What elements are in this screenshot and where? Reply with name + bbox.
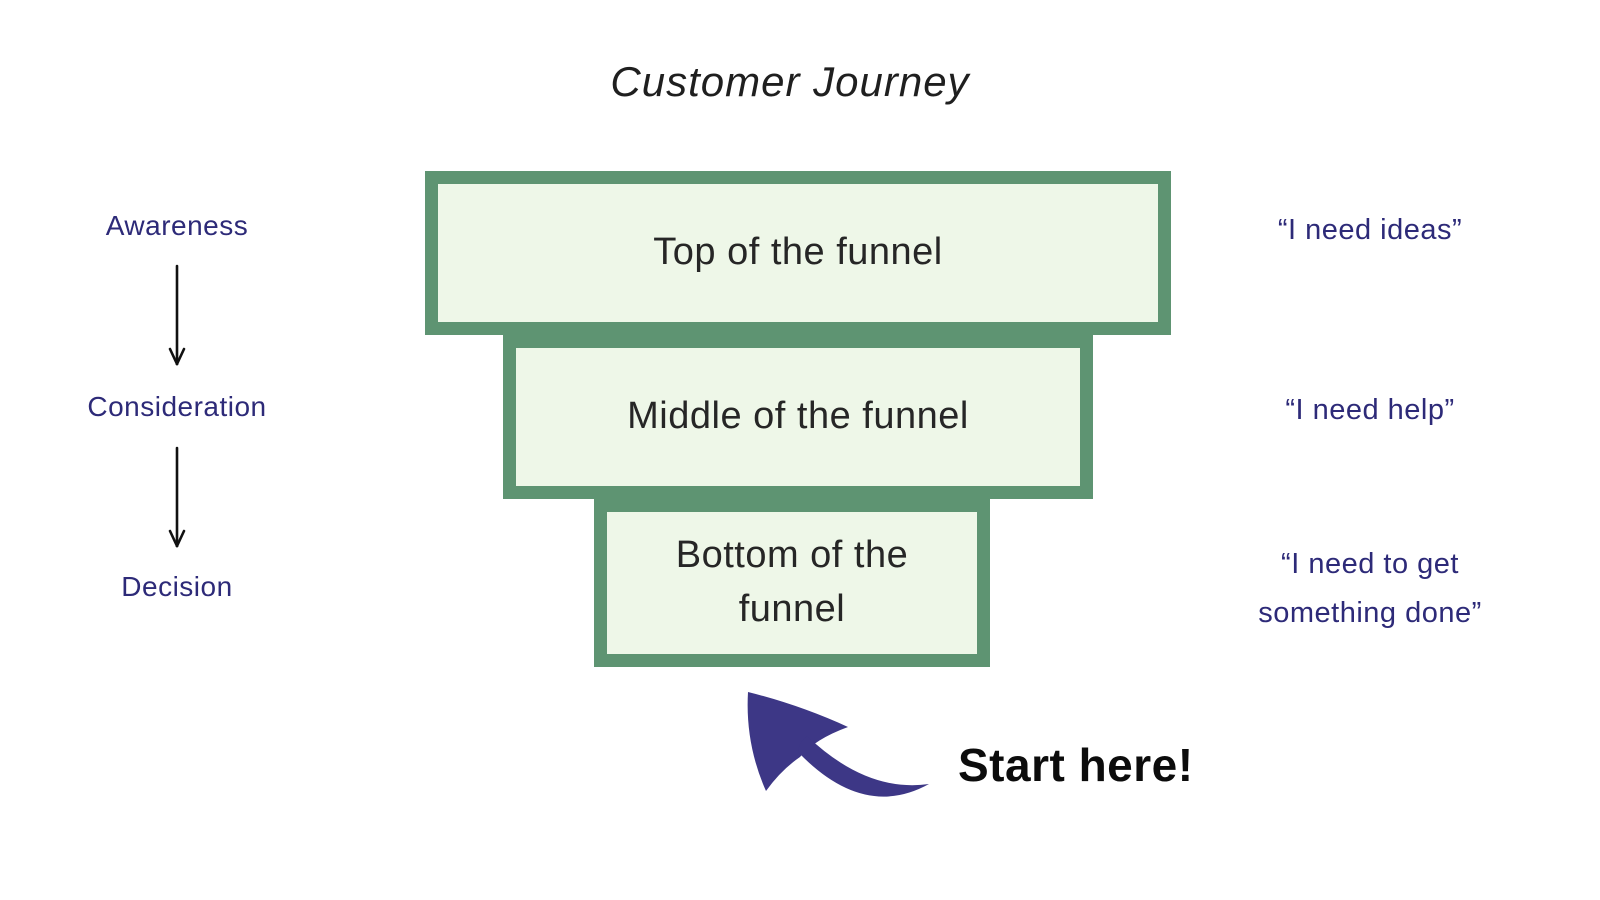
funnel-tier-bottom-label: Bottom of the funnel [675, 534, 909, 630]
funnel-tier-top-label: Top of the funnel [653, 231, 943, 274]
funnel-tier-middle: Middle of the funnel [503, 335, 1093, 499]
quote-awareness: “I need ideas” [1277, 214, 1463, 246]
funnel-tier-middle-label: Middle of the funnel [627, 395, 969, 438]
funnel-tier-top: Top of the funnel [425, 171, 1171, 335]
stage-label-consideration: Consideration [87, 391, 267, 422]
down-arrow-icon [168, 264, 186, 366]
stage-label-decision: Decision [121, 571, 233, 602]
funnel-tier-bottom: Bottom of the funnel [594, 499, 990, 667]
quote-consideration: “I need help” [1285, 394, 1455, 426]
down-arrow-icon [168, 446, 186, 548]
quote-decision: “I need to get something done” [1258, 548, 1482, 630]
page-title: Customer Journey [610, 58, 970, 105]
start-here-label: Start here! [958, 739, 1194, 791]
stage-label-awareness: Awareness [105, 210, 249, 241]
